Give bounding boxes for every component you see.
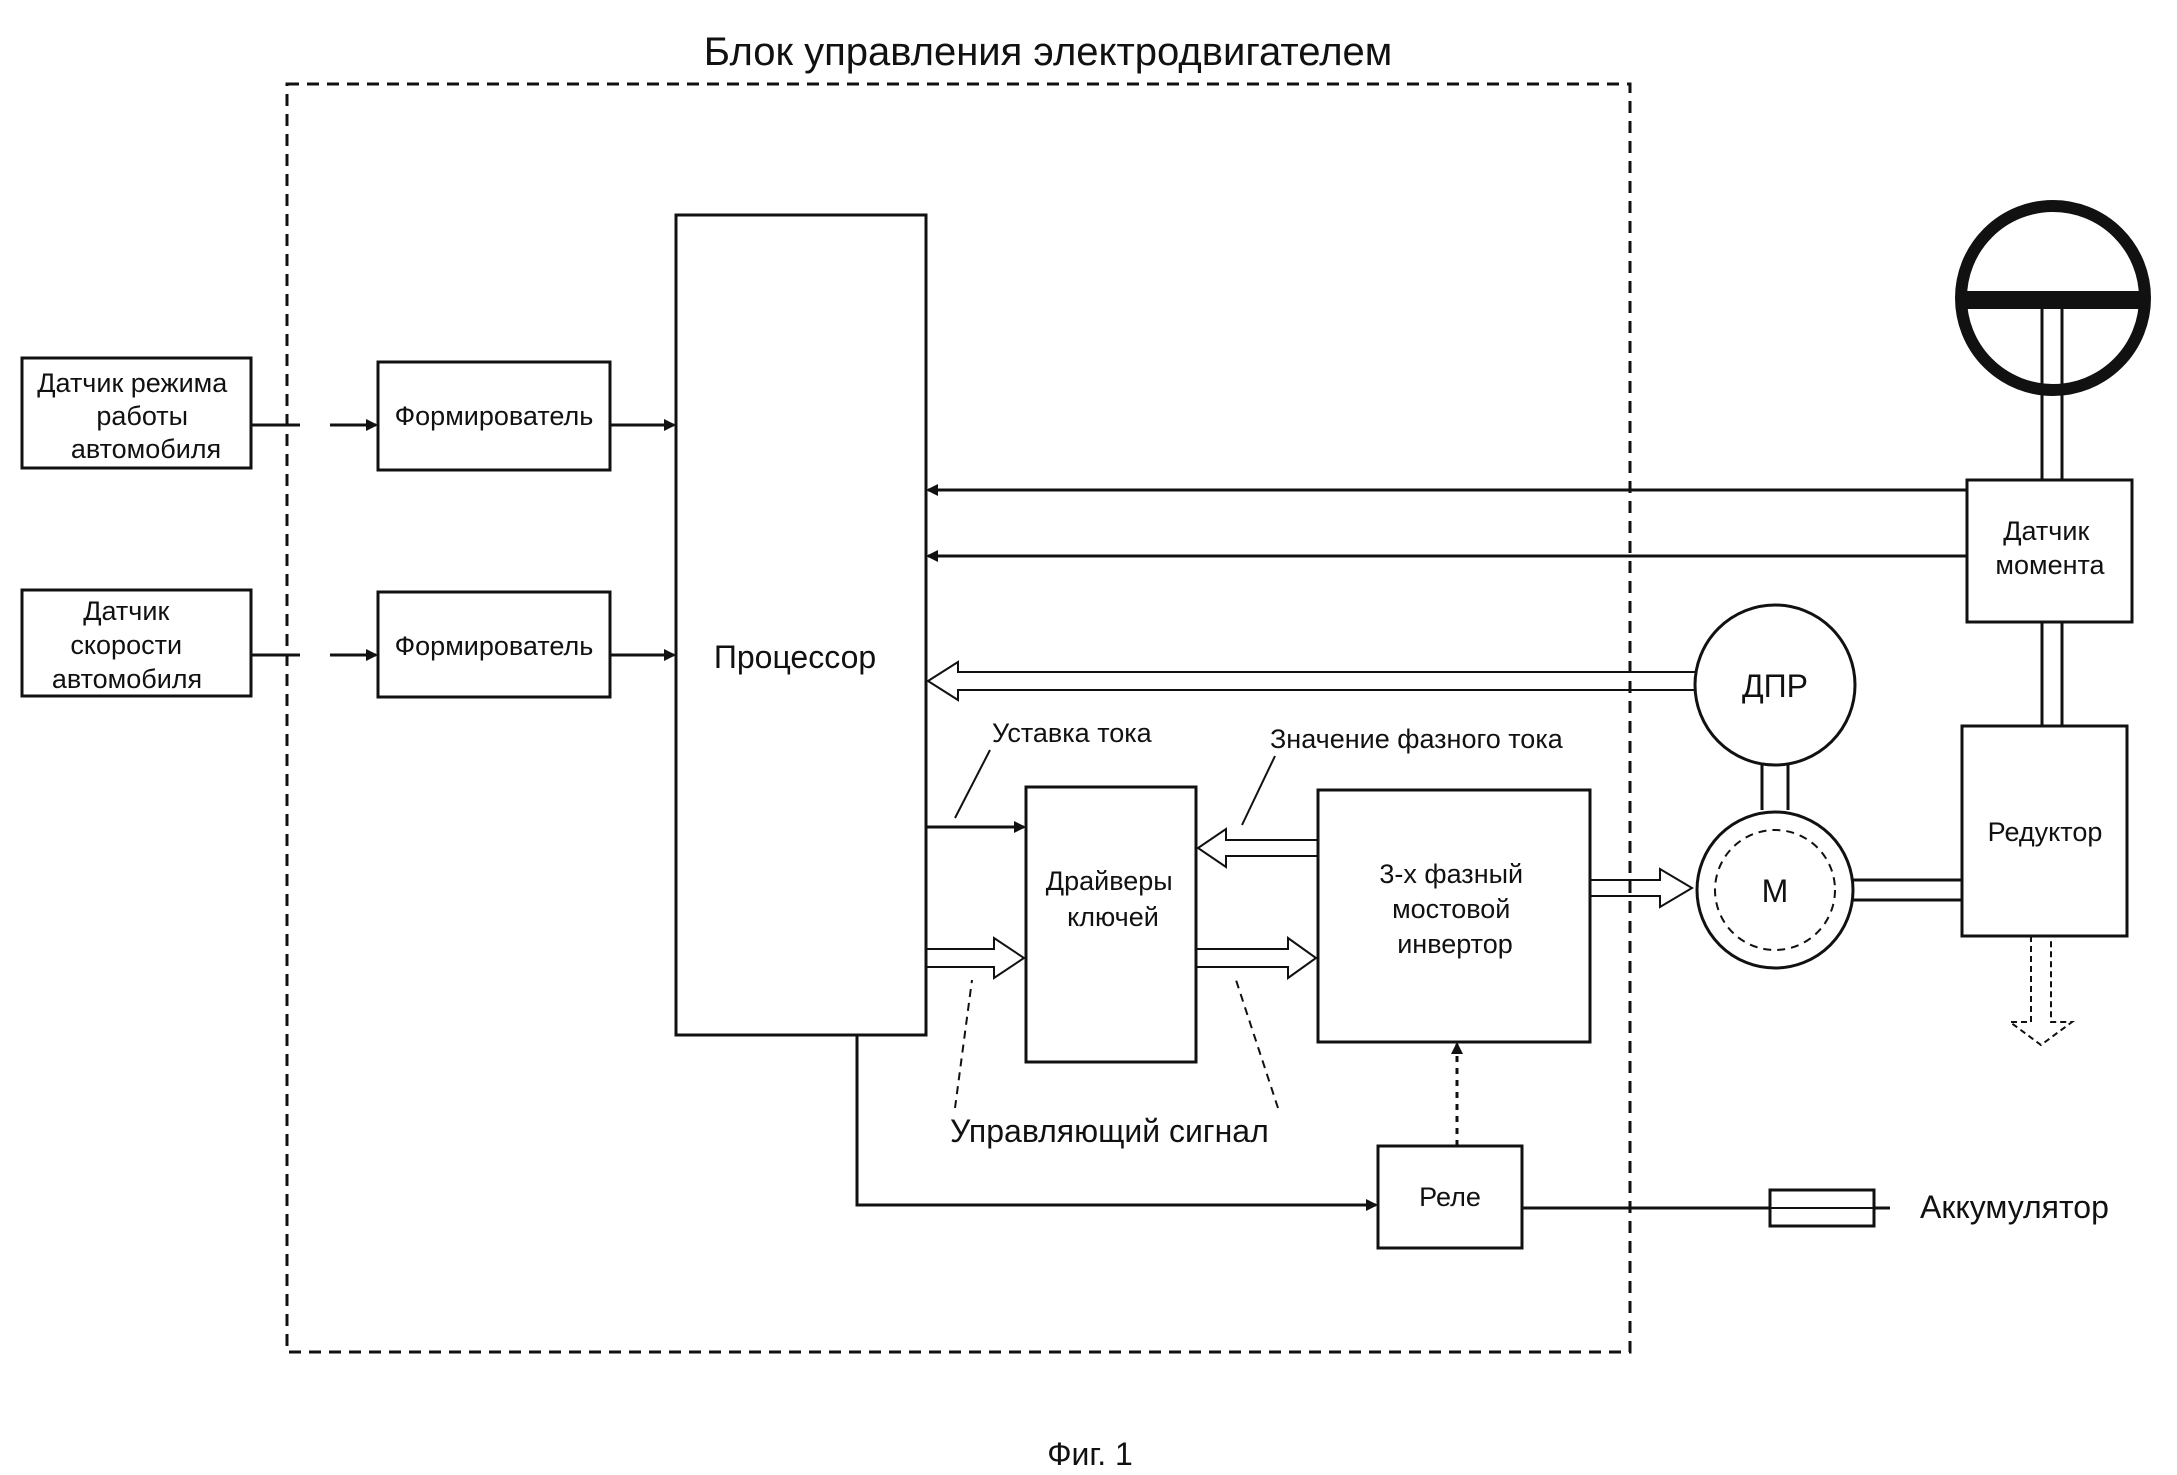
- shaper-2-box: Формирователь: [378, 592, 610, 697]
- rotor-position-sensor-label: ДПР: [1742, 668, 1808, 704]
- motor: М: [1697, 812, 1853, 968]
- shaper-1-box: Формирователь: [378, 362, 610, 470]
- reducer-output-arrow: [2010, 936, 2072, 1045]
- torque-sensor-box: Датчик момента: [1967, 480, 2132, 622]
- key-drivers-line-2: ключей: [1067, 902, 1159, 932]
- rotor-position-sensor: ДПР: [1695, 605, 1855, 765]
- inverter-to-motor-bus-arrow: [1590, 869, 1692, 907]
- drivers-to-inverter-bus-arrow: [1196, 938, 1316, 978]
- motor-label: М: [1762, 873, 1789, 909]
- rotor-position-bus-arrow: [928, 662, 1695, 700]
- torque-sensor-line-2: момента: [1995, 550, 2105, 580]
- processor-to-drivers-bus-arrow: [926, 938, 1024, 978]
- steering-wheel-icon: [1961, 206, 2145, 390]
- control-signal-label: Управляющий сигнал: [950, 1113, 1269, 1149]
- phase-current-label: Значение фазного тока: [1270, 724, 1564, 754]
- speed-sensor-line-2: скорости: [70, 630, 182, 660]
- mode-sensor-line-2: работы: [96, 401, 188, 431]
- key-drivers-box: Драйверы ключей: [1026, 787, 1196, 1062]
- phase-current-bus-arrow: [1198, 829, 1318, 867]
- current-setpoint-leader: [955, 750, 990, 818]
- diagram-title: Блок управления электродвигателем: [704, 30, 1393, 74]
- inverter-line-1: 3-х фазный: [1379, 859, 1523, 889]
- inverter-line-2: мостовой: [1392, 894, 1510, 924]
- speed-sensor-box: Датчик скорости автомобиля: [22, 590, 251, 696]
- sensor-to-motor-shaft: [1762, 765, 1788, 810]
- speed-sensor-line-3: автомобиля: [52, 664, 202, 694]
- control-signal-leader-2: [1236, 980, 1278, 1108]
- column-to-reducer-shaft: [2042, 622, 2062, 726]
- phase-current-leader: [1242, 756, 1275, 825]
- mode-sensor-line-1: Датчик режима: [37, 368, 228, 398]
- shaper-2-label: Формирователь: [395, 631, 594, 661]
- relay-box: Реле: [1378, 1146, 1522, 1248]
- processor-label: Процессор: [714, 639, 876, 675]
- reducer-box: Редуктор: [1962, 726, 2127, 936]
- key-drivers-line-1: Драйверы: [1046, 866, 1173, 896]
- svg-text:3-х фазный мостовой: 3-х фазный мостовой инвертор: [1379, 859, 1530, 959]
- current-setpoint-label: Уставка тока: [992, 718, 1153, 748]
- torque-sensor-line-1: Датчик: [2003, 516, 2089, 546]
- battery-label: Аккумулятор: [1920, 1189, 2109, 1225]
- inverter-line-3: инвертор: [1397, 929, 1513, 959]
- mode-sensor-line-3: автомобиля: [71, 434, 221, 464]
- control-signal-leader-1: [955, 980, 972, 1108]
- relay-label: Реле: [1419, 1182, 1481, 1212]
- shaper-1-label: Формирователь: [395, 401, 594, 431]
- reducer-label: Редуктор: [1988, 817, 2103, 847]
- inverter-box: 3-х фазный мостовой инвертор: [1318, 790, 1590, 1042]
- figure-caption: Фиг. 1: [1047, 1436, 1133, 1472]
- processor-box: Процессор: [676, 215, 926, 1035]
- motor-to-reducer-shaft: [1853, 880, 1962, 900]
- speed-sensor-line-1: Датчик: [83, 596, 169, 626]
- mode-sensor-box: Датчик режима работы автомобиля: [22, 358, 251, 468]
